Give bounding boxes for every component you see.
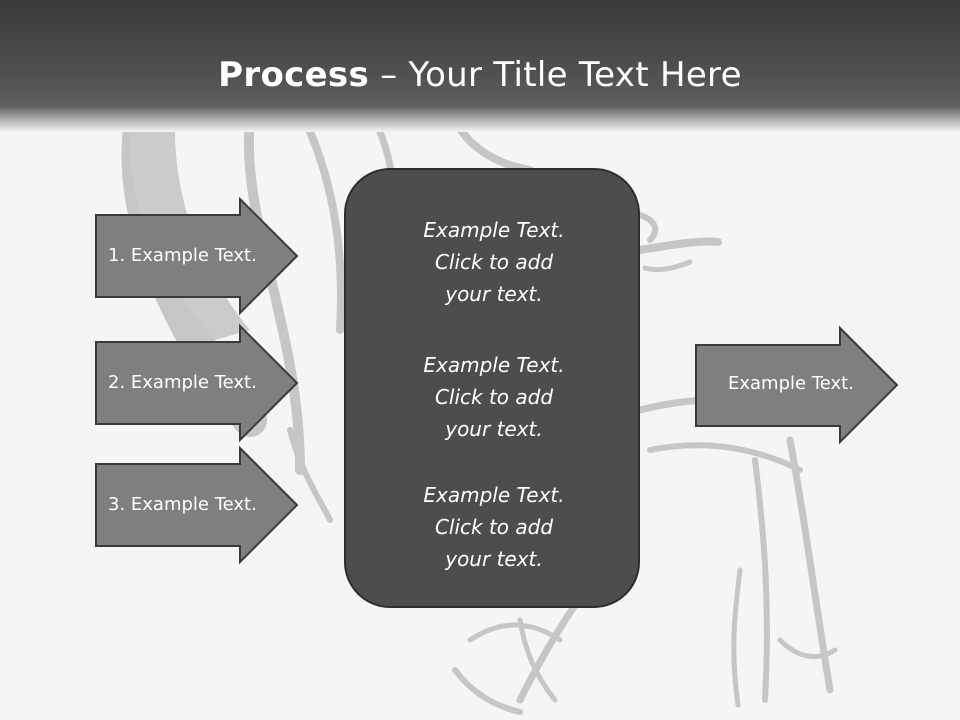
input-arrow-2[interactable] bbox=[95, 323, 299, 443]
title-bold-part: Process bbox=[218, 55, 370, 95]
input-arrow-2-label: 2. Example Text. bbox=[108, 372, 257, 393]
output-arrow[interactable] bbox=[695, 325, 899, 445]
input-arrow-3-label: 3. Example Text. bbox=[108, 494, 257, 515]
center-text-block-1[interactable]: Example Text. Click to add your text. bbox=[423, 218, 565, 306]
title-bar bbox=[0, 0, 960, 132]
center-text-block-2[interactable]: Example Text. Click to add your text. bbox=[423, 353, 565, 441]
input-arrow-3[interactable] bbox=[95, 445, 299, 565]
center-process-box[interactable]: Example Text. Click to add your text. Ex… bbox=[344, 168, 640, 608]
input-arrow-1-label: 1. Example Text. bbox=[108, 245, 257, 266]
input-arrow-1[interactable] bbox=[95, 196, 299, 316]
output-arrow-label: Example Text. bbox=[728, 373, 854, 394]
center-text-block-3[interactable]: Example Text. Click to add your text. bbox=[423, 483, 565, 571]
title-rest-part: – Your Title Text Here bbox=[369, 55, 742, 95]
slide-title[interactable]: Process – Your Title Text Here bbox=[0, 52, 960, 98]
